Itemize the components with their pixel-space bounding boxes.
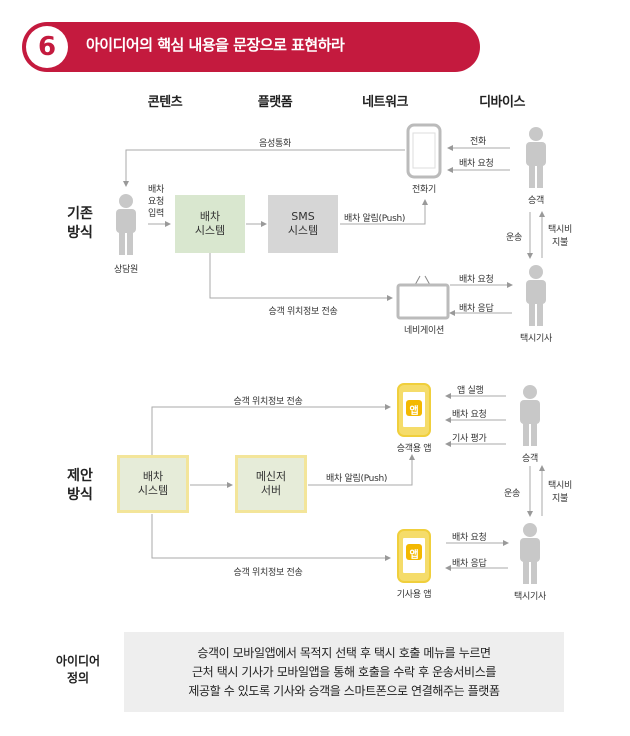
driver-app-phone-icon [397, 529, 431, 583]
existing-dispatch-request-label: 배차 요청 [459, 159, 494, 169]
definition-line: 제공할 수 있도록 기사와 승객을 스마트폰으로 연결해주는 플랫폼 [188, 683, 500, 698]
app-run-label: 앱 실행 [457, 386, 484, 396]
column-header-content: 콘텐츠 [147, 95, 183, 110]
proposed-driver-person-icon [520, 523, 540, 584]
proposed-location-bottom-label: 승객 위치정보 전송 [233, 568, 303, 578]
section-title: 아이디어의 핵심 내용을 문장으로 표현하라 [86, 36, 345, 54]
existing-taxi-response-label: 배차 응답 [459, 304, 494, 314]
phone-label: 전화기 [412, 185, 436, 195]
navigation-device-icon [396, 275, 450, 320]
customer-app-phone-icon [397, 383, 431, 437]
proposed-customer-person-icon [520, 385, 540, 446]
definition-line: 승객이 모바일앱에서 목적지 선택 후 택시 호출 메뉴를 누르면 [197, 645, 491, 660]
phone-in-label: 전화 [470, 137, 486, 147]
driver-rating-label: 기사 평가 [452, 434, 487, 444]
driver-app-label: 기사용 앱 [396, 590, 432, 600]
existing-transport-label: 운송 [506, 233, 522, 243]
operator-label: 상담원 [114, 265, 138, 275]
definition-box: 승객이 모바일앱에서 목적지 선택 후 택시 호출 메뉴를 누르면 근처 택시 … [124, 632, 564, 712]
proposed-push-label: 배차 알림(Push) [326, 474, 388, 484]
section-number-badge: 6 [26, 26, 68, 68]
proposed-customer-label: 승객 [522, 454, 538, 464]
proposed-dispatch-request-label: 배차 요청 [452, 410, 487, 420]
existing-location-label: 승객 위치정보 전송 [268, 307, 338, 317]
existing-customer-label: 승객 [528, 196, 544, 206]
operator-person-icon [116, 194, 136, 255]
proposed-driver-label: 택시기사 [514, 592, 546, 602]
proposed-transport-label: 운송 [504, 489, 520, 499]
column-header-device: 디바이스 [479, 95, 525, 110]
customer-person-icon [526, 127, 546, 188]
proposed-location-top-label: 승객 위치정보 전송 [233, 397, 303, 407]
existing-driver-label: 택시기사 [520, 334, 552, 344]
voice-call-label: 음성통화 [259, 139, 291, 149]
proposed-taxi-response-label: 배차 응답 [452, 559, 487, 569]
existing-push-label: 배차 알림(Push) [344, 214, 406, 224]
proposed-taxi-request-label: 배차 요청 [452, 533, 487, 543]
column-header-platform: 플랫폼 [257, 95, 293, 110]
column-header-network: 네트워크 [362, 95, 408, 110]
navigation-label: 네비게이션 [404, 326, 444, 336]
phone-icon [406, 123, 442, 179]
customer-app-badge: 앱 [409, 406, 419, 417]
existing-taxi-request-label: 배차 요청 [459, 275, 494, 285]
customer-app-label: 승객용 앱 [396, 444, 432, 454]
definition-line: 근처 택시 기사가 모바일앱을 통해 호출을 수락 후 운송서비스를 [192, 664, 496, 679]
section-banner [22, 22, 480, 72]
driver-app-badge: 앱 [409, 550, 419, 561]
driver-person-icon [526, 265, 546, 326]
